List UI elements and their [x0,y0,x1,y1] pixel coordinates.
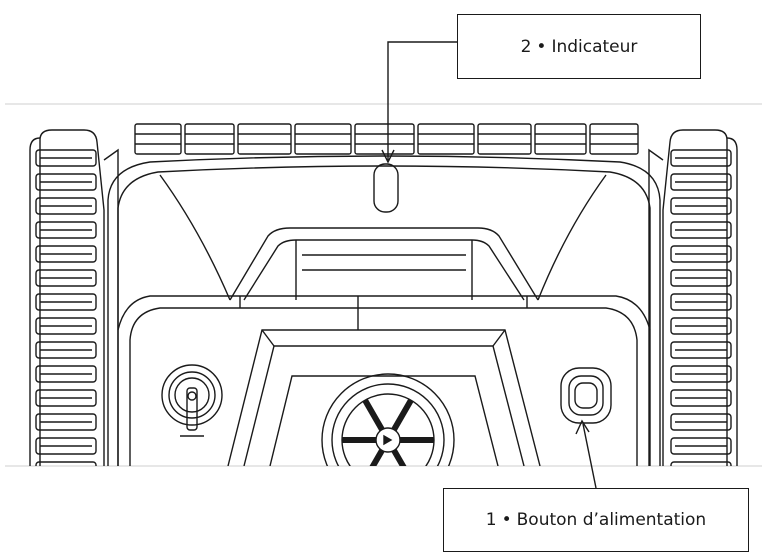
track-tread [670,293,732,311]
indicator-callout-label: Indicateur [551,36,638,57]
indicator-callout-number: 2 [520,36,532,57]
indicator-callout-sep: • [536,36,547,57]
central-well [227,329,541,466]
track-tread [35,269,97,287]
grille-slat [294,123,352,155]
track-tread [670,221,732,239]
track-tread [35,173,97,191]
track-tread [670,461,732,466]
left-side-panel [103,148,119,466]
carry-handle [229,227,539,301]
track-tread [35,197,97,215]
swivel-handle-icon [161,364,223,437]
indicator-light-icon [373,163,399,213]
track-tread [35,149,97,167]
track-tread [670,245,732,263]
impeller-icon [321,373,455,466]
grille-slat [237,123,292,155]
track-tread [670,413,732,431]
body-cover [107,155,661,466]
impeller-spoke [362,398,385,432]
impeller-spoke [369,448,385,466]
track-tread [670,197,732,215]
track-tread [35,461,97,466]
top-grille [134,123,639,155]
right-track [662,129,738,466]
power-leader-line [582,423,597,489]
power-leader-arrow [575,419,590,435]
track-tread [35,317,97,335]
indicator-callout: 2 • Indicateur [457,14,701,79]
track-tread [35,437,97,455]
left-track [29,129,105,466]
power-callout-label: Bouton d’alimentation [516,510,707,530]
power-callout-number: 1 [485,510,497,530]
impeller-spoke [391,398,414,432]
power-callout-sep: • [501,510,512,530]
grille-slat [134,123,182,155]
track-tread [670,149,732,167]
grille-slat [417,123,475,155]
indicator-leader-line [387,41,457,160]
power-button-callout: 1 • Bouton d’alimentation [443,488,749,552]
right-side-panel [648,148,664,466]
grille-slat [354,123,415,155]
impeller-spoke [391,448,407,466]
track-tread [670,173,732,191]
track-tread [35,389,97,407]
track-tread [670,341,732,359]
track-tread [670,389,732,407]
track-tread [670,269,732,287]
grille-slat [477,123,532,155]
grille-slat [184,123,235,155]
track-tread [35,293,97,311]
track-tread [35,413,97,431]
track-tread [35,221,97,239]
track-tread [35,341,97,359]
track-tread [670,317,732,335]
track-tread [670,365,732,383]
track-tread [35,245,97,263]
track-tread [35,365,97,383]
track-tread [670,437,732,455]
grille-slat [534,123,587,155]
grille-slat [589,123,639,155]
indicator-leader-arrow [381,149,395,164]
power-button-icon [560,367,612,424]
